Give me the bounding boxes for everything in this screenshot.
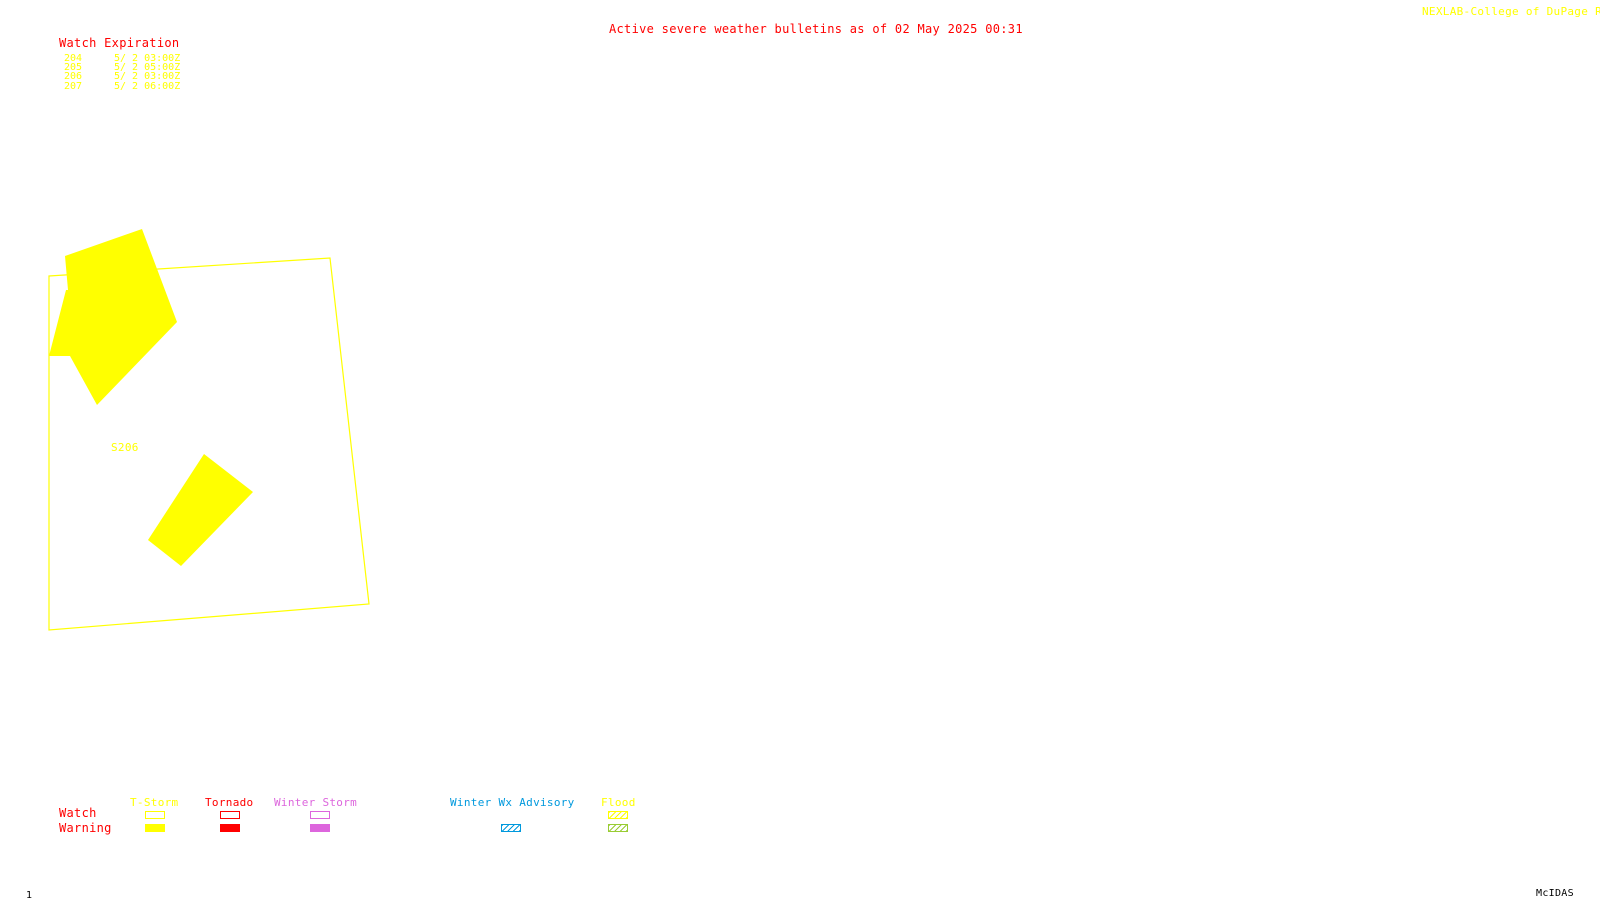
winter-advisory-swatch — [501, 824, 521, 832]
source-credit: NEXLAB-College of DuPage R — [1422, 5, 1600, 18]
winter-storm-watch-swatch — [310, 811, 330, 819]
flood-warning-swatch — [608, 824, 628, 832]
watch-expiration-row: 206 5/ 2 03:00Z — [64, 72, 180, 82]
flood-watch-swatch — [608, 811, 628, 819]
watch-expiration-row: 205 5/ 2 05:00Z — [64, 63, 180, 73]
tstorm-warning-polygon — [49, 229, 177, 405]
legend-winter-advisory-label: Winter Wx Advisory — [450, 796, 575, 809]
tstorm-warning-swatch — [145, 824, 165, 832]
legend-flood-label: Flood — [601, 796, 636, 809]
tornado-warning-swatch — [220, 824, 240, 832]
watch-expiration-row: 207 5/ 2 06:00Z — [64, 82, 180, 92]
tstorm-warning-polygon — [148, 454, 253, 566]
legend-winter-storm-label: Winter Storm — [274, 796, 358, 809]
watch-label: S206 — [111, 441, 139, 454]
legend-row-warning: Warning — [59, 821, 112, 835]
software-label: McIDAS — [1536, 888, 1574, 899]
legend-tornado-label: Tornado — [205, 796, 254, 809]
watch-expiration-time: 5/ 2 03:00Z — [114, 53, 181, 64]
watch-id: 205 — [64, 62, 83, 73]
watch-expiration-time: 5/ 2 06:00Z — [114, 81, 181, 92]
legend-row-watch: Watch — [59, 806, 97, 820]
watch-id: 207 — [64, 81, 83, 92]
watch-expiration-heading: Watch Expiration — [59, 36, 180, 50]
watch-expiration-time: 5/ 2 05:00Z — [114, 62, 181, 73]
bulletin-title: Active severe weather bulletins as of 02… — [609, 22, 1023, 36]
tstorm-watch-swatch — [145, 811, 165, 819]
legend-tstorm-label: T-Storm — [130, 796, 179, 809]
tornado-watch-swatch — [220, 811, 240, 819]
tstorm-watch-outline — [48, 257, 370, 631]
watch-expiration-row: 204 5/ 2 03:00Z — [64, 54, 180, 64]
watch-id: 206 — [64, 71, 83, 82]
watch-expiration-time: 5/ 2 03:00Z — [114, 71, 181, 82]
winter-storm-warning-swatch — [310, 824, 330, 832]
frame-number: 1 — [26, 890, 33, 901]
watch-id: 204 — [64, 53, 83, 64]
